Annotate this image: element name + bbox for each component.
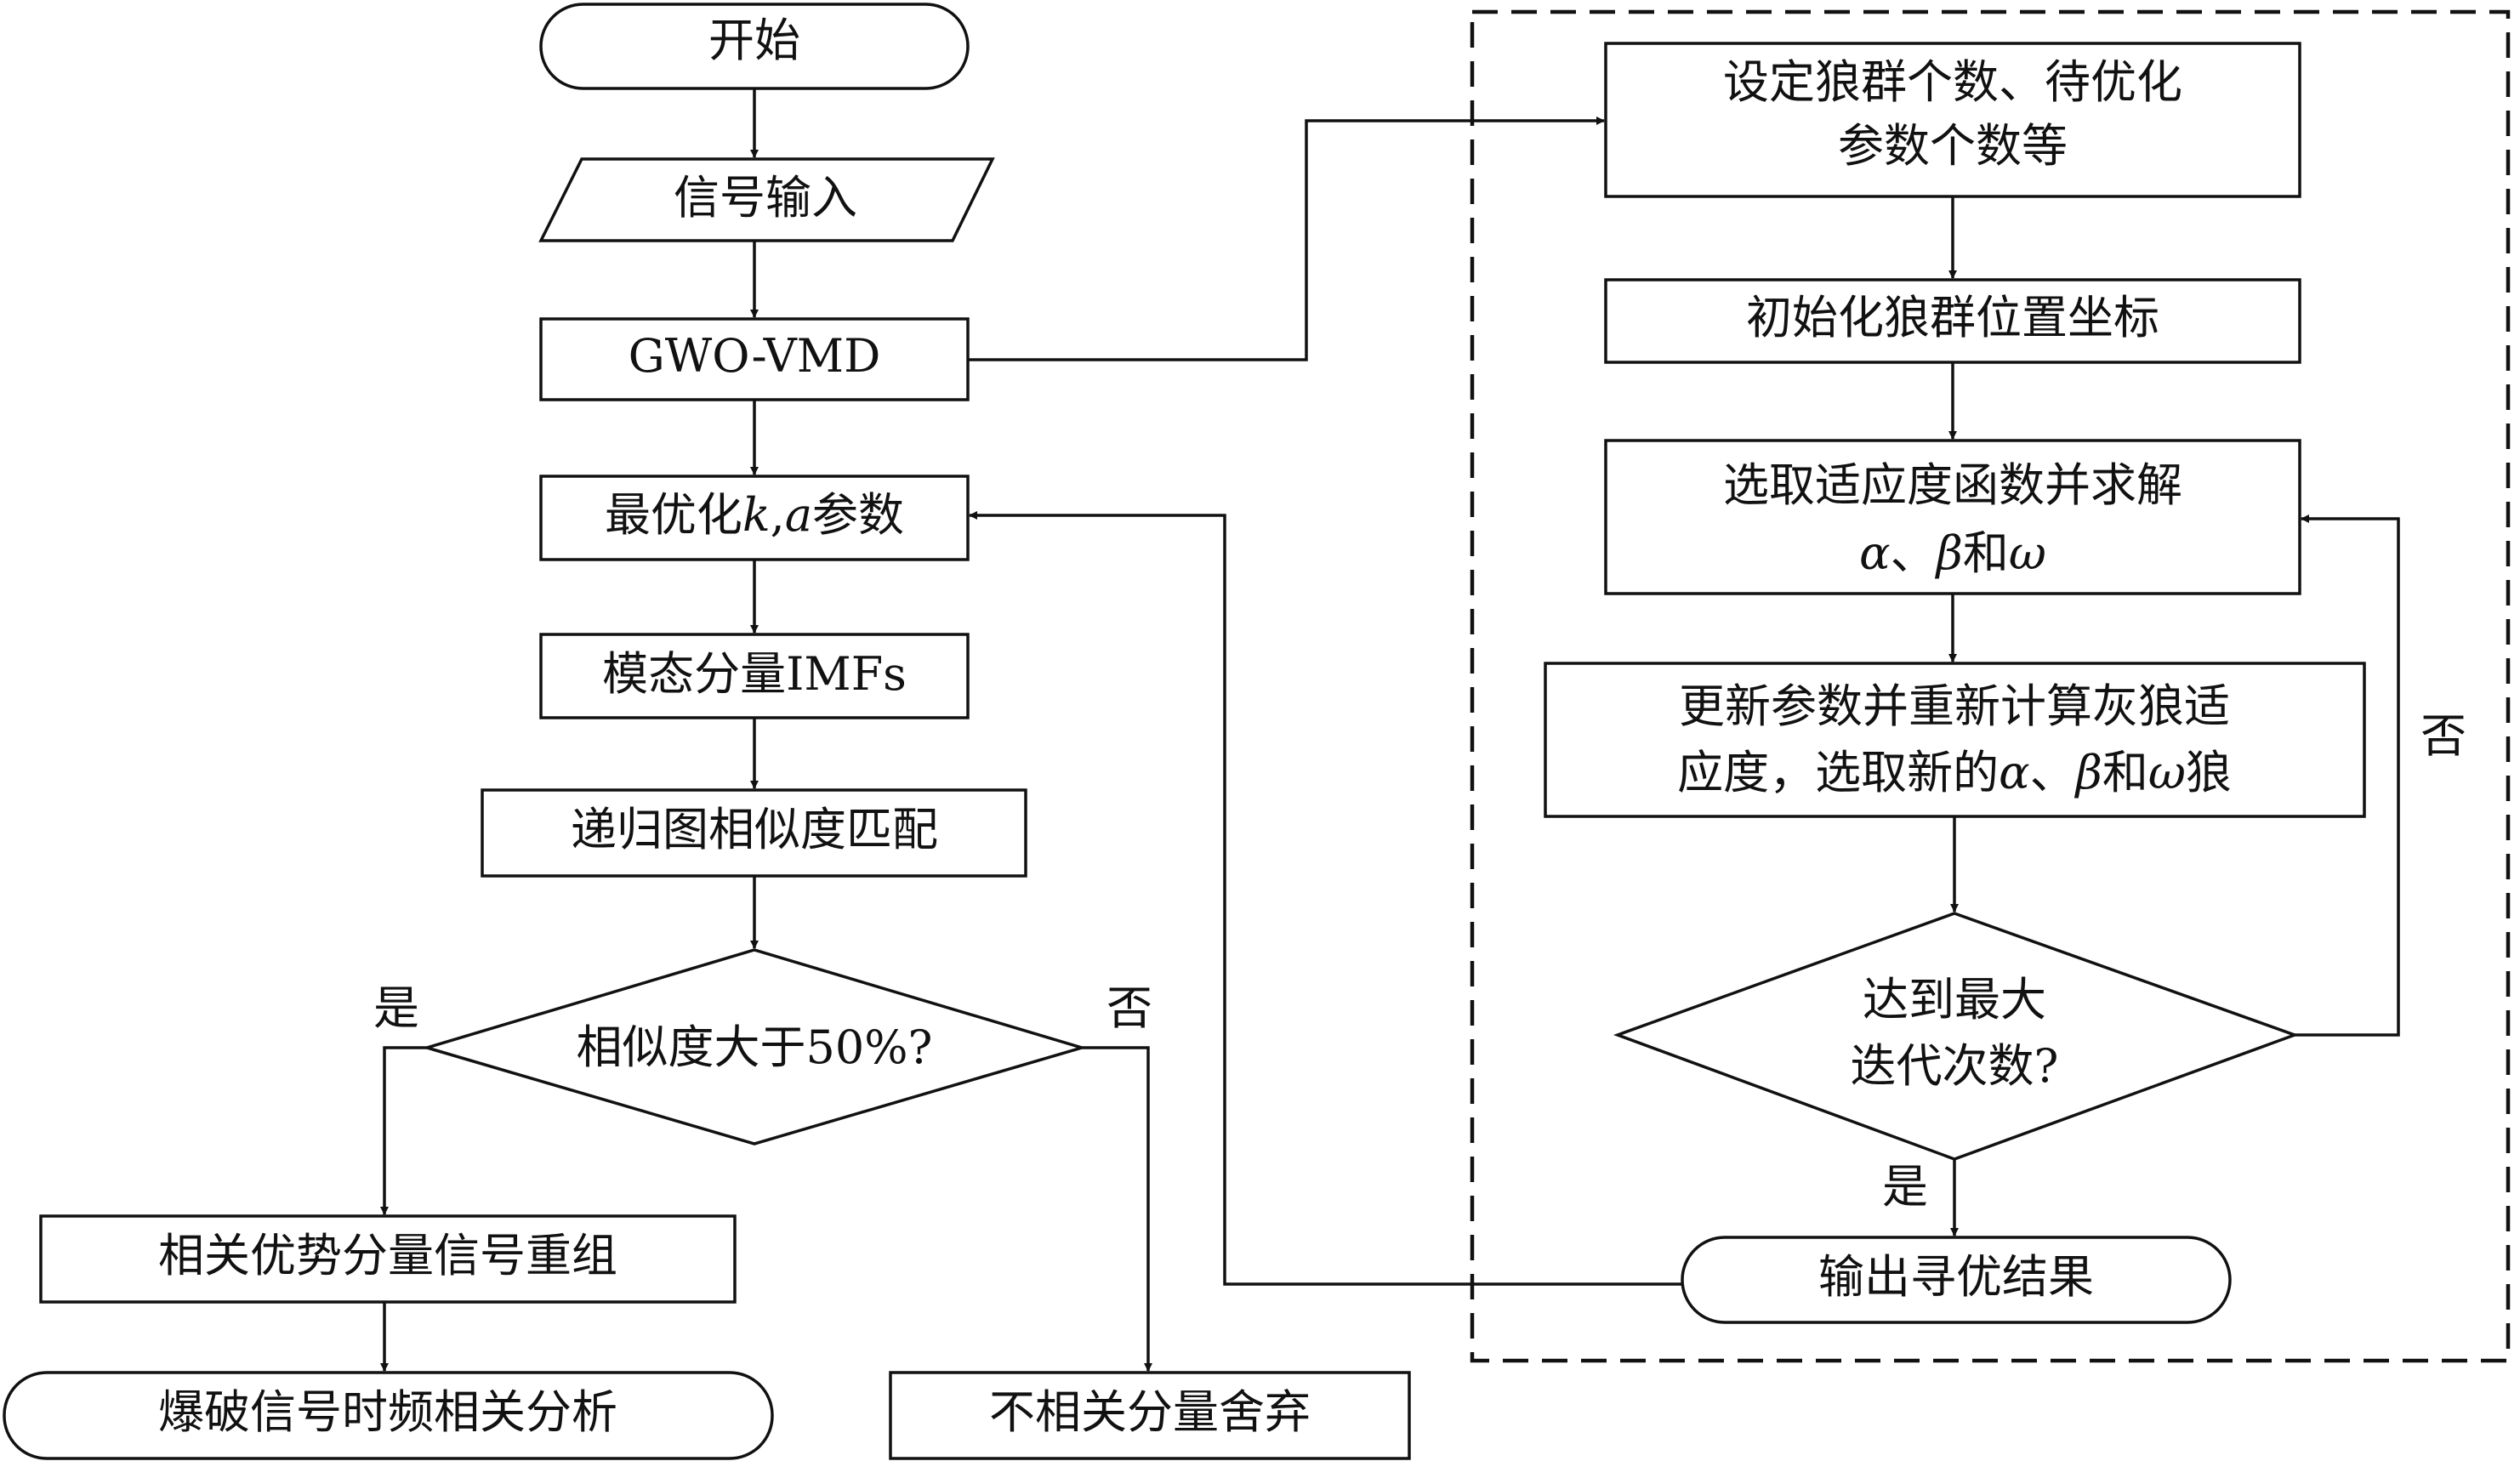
max-iteration-line1: 达到最大	[1863, 973, 2046, 1026]
signal-input-node: 信号输入	[538, 157, 995, 242]
update-params-node: 更新参数并重新计算灰狼适 应度，选取新的α、β和ω狼	[1544, 662, 2366, 818]
update-line1: 更新参数并重新计算灰狼适	[1679, 679, 2230, 733]
max-iteration-line2: 迭代次数?	[1851, 1039, 2059, 1093]
imfs-node: 模态分量IMFs	[539, 633, 970, 719]
similarity-decision-node: 相似度大于50%?	[421, 948, 1088, 1145]
init-position-node: 初始化狼群位置坐标	[1604, 278, 2301, 364]
set-params-line2: 参数个数等	[1838, 119, 2068, 173]
output-result-node: 输出寻优结果	[1681, 1236, 2232, 1324]
arrow-gwovmd-to-subprocess	[968, 117, 1605, 361]
set-params-node: 设定狼群个数、待优化 参数个数等	[1604, 42, 2301, 198]
gwo-vmd-node: GWO-VMD	[539, 317, 970, 401]
imfs-label: 模态分量IMFs	[602, 647, 907, 701]
gwo-vmd-label: GWO-VMD	[629, 329, 881, 383]
discard-components-label: 不相关分量舍弃	[989, 1385, 1311, 1439]
arrow-decision-yes	[380, 1046, 427, 1215]
decision-yes-label: 是	[373, 981, 419, 1035]
recurrence-match-node: 递归图相似度匹配	[481, 788, 1027, 878]
maxiter-no-label: 否	[2420, 709, 2466, 763]
signal-recombine-label: 相关优势分量信号重组	[158, 1229, 617, 1282]
arrow-maxiter-no-loop	[2295, 514, 2400, 1037]
optimize-params-node: 最优化k,a参数	[539, 475, 970, 561]
fitness-line1: 选取适应度函数并求解	[1723, 458, 2182, 512]
optimize-params-label: 最优化k,a参数	[605, 488, 904, 542]
update-line2: 应度，选取新的α、β和ω狼	[1677, 746, 2232, 799]
set-params-line1: 设定狼群个数、待优化	[1723, 55, 2182, 109]
time-frequency-analysis-node: 爆破信号时频相关分析	[3, 1371, 774, 1460]
maxiter-yes-label: 是	[1882, 1160, 1928, 1214]
arrow-decision-no	[1082, 1046, 1152, 1372]
output-result-label: 输出寻优结果	[1818, 1250, 2094, 1304]
discard-components-node: 不相关分量舍弃	[889, 1371, 1411, 1460]
recurrence-match-label: 递归图相似度匹配	[571, 803, 938, 856]
start-label: 开始	[708, 14, 800, 67]
fitness-function-node: 选取适应度函数并求解 α、β和ω	[1604, 439, 2301, 595]
fitness-line2: α、β和ω	[1859, 526, 2046, 580]
arrow-output-to-optimize	[969, 511, 1682, 1286]
signal-input-label: 信号输入	[674, 171, 857, 225]
init-position-label: 初始化狼群位置坐标	[1746, 291, 2159, 344]
time-frequency-analysis-label: 爆破信号时频相关分析	[158, 1385, 617, 1439]
gwo-subprocess-boundary	[1470, 9, 2511, 1363]
signal-recombine-node: 相关优势分量信号重组	[39, 1214, 737, 1304]
max-iteration-decision-node: 达到最大 迭代次数?	[1613, 912, 2300, 1161]
start-node: 开始	[539, 3, 970, 90]
decision-no-label: 否	[1106, 981, 1152, 1035]
similarity-decision-label: 相似度大于50%?	[577, 1020, 933, 1074]
